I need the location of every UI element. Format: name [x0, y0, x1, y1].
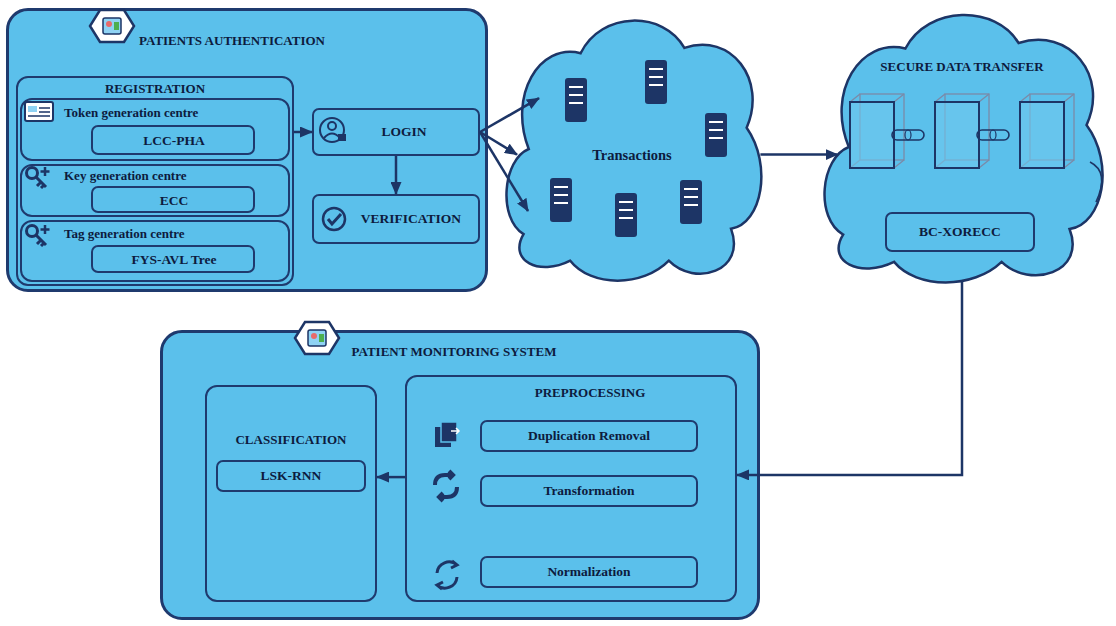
- system-panel: REGISTRATION LCC-PHA Token generation cent…: [6, 8, 488, 292]
- arrow-connector: [480, 98, 539, 132]
- process-box: Transformation: [480, 475, 698, 507]
- heading-text: PATIENTS AUTHENTICATION: [139, 34, 325, 49]
- process-box: LOGIN: [312, 108, 480, 156]
- arrow-connector: [294, 131, 312, 134]
- process-box: BC-XORECC: [885, 212, 1035, 252]
- heading-text: Tag generation centre: [64, 227, 185, 242]
- process-box: LCC-PHA: [91, 125, 255, 155]
- heading-text: SECURE DATA TRANSFER: [880, 60, 1043, 75]
- process-box: ECC: [91, 186, 255, 213]
- heading-text: Key generation centre: [64, 169, 187, 184]
- box-text: Normalization: [547, 564, 630, 580]
- box-text: LCC-PHA: [143, 133, 205, 149]
- heading-text: CLASSIFICATION: [235, 433, 346, 448]
- stage-panel: CLASSIFICATION LSK-RNN: [205, 385, 377, 602]
- centre-box: LCC-PHA Token generation centre: [20, 98, 290, 161]
- arrow-connector: [737, 282, 962, 475]
- box-text: BC-XORECC: [919, 224, 1001, 240]
- heading-text: REGISTRATION: [105, 82, 205, 97]
- process-box: Duplication Removal: [480, 420, 698, 452]
- system-panel: CLASSIFICATION LSK-RNN Duplication Removal…: [160, 330, 760, 620]
- arrow-connector: [760, 153, 837, 156]
- box-text: FYS-AVL Tree: [132, 252, 217, 268]
- stage-panel: Duplication RemovalTransformationNormali…: [405, 375, 737, 602]
- box-text: Transformation: [543, 483, 634, 499]
- box-text: Duplication Removal: [528, 428, 650, 444]
- process-box: LSK-RNN: [216, 460, 366, 492]
- arrow-connector: [395, 156, 398, 194]
- heading-text: PATIENT MONITORING SYSTEM: [352, 345, 557, 360]
- cloud-shape: BC-XORECC SECURE DATA TRANSFER: [812, 2, 1112, 292]
- arrow-connector: [480, 132, 517, 155]
- box-text: LSK-RNN: [261, 468, 322, 484]
- box-text: ECC: [160, 193, 189, 209]
- centre-box: FYS-AVL Tree Tag generation centre: [20, 220, 290, 282]
- process-box: VERIFICATION: [312, 194, 480, 244]
- heading-text: PREPROCESSING: [535, 386, 646, 401]
- stage-panel: REGISTRATION LCC-PHA Token generation cent…: [16, 76, 294, 286]
- centre-box: ECC Key generation centre: [20, 164, 290, 217]
- box-text: LOGIN: [381, 124, 426, 140]
- heading-text: Transactions: [592, 147, 672, 164]
- arrow-connector: [377, 476, 405, 479]
- cloud-shape: Transactions: [495, 8, 770, 290]
- process-box: Normalization: [480, 556, 698, 588]
- arrow-connector: [480, 132, 528, 211]
- heading-text: Token generation centre: [64, 106, 198, 121]
- process-box: FYS-AVL Tree: [91, 245, 255, 273]
- box-text: VERIFICATION: [361, 211, 461, 227]
